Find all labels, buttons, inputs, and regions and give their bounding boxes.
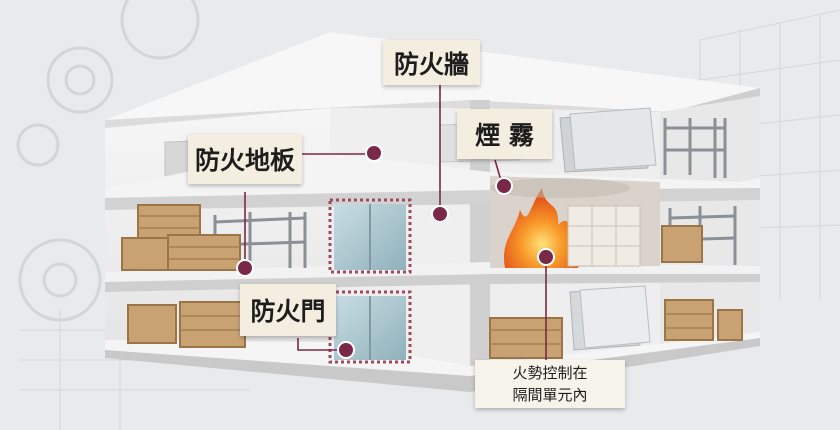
fire-door-upper <box>328 198 412 274</box>
wooden-crate-group <box>121 204 743 359</box>
firewall-label: 防火牆 <box>383 40 480 85</box>
fire-compartment-label-line1: 火勢控制在 <box>512 364 588 382</box>
fire-compartment <box>490 176 660 268</box>
stacked-panels <box>559 107 657 351</box>
compartment-marker <box>537 248 555 266</box>
smoke-marker <box>495 177 513 195</box>
fire-compartment-label-line2: 隔間單元內 <box>512 386 588 404</box>
firewall-marker <box>431 205 449 223</box>
smoke-cloud <box>490 178 630 198</box>
callout-markers <box>236 144 555 359</box>
fire-floor-label: 防火地板 <box>188 134 302 184</box>
fire-door-marker <box>337 341 355 359</box>
fire-door-label: 防火門 <box>240 284 336 336</box>
leader-lines <box>244 85 547 360</box>
flame-icon <box>503 188 580 268</box>
fire-floor-marker <box>365 144 383 162</box>
storage-rack-right-top <box>663 118 727 178</box>
crate-slats <box>138 215 713 345</box>
floor-slab-marker <box>236 259 254 277</box>
firewall-wall <box>470 100 490 370</box>
smoke-label: 煙 霧 <box>457 109 552 159</box>
fire-compartment-label: 火勢控制在 隔間單元內 <box>475 360 625 408</box>
ground-slab <box>105 332 760 392</box>
